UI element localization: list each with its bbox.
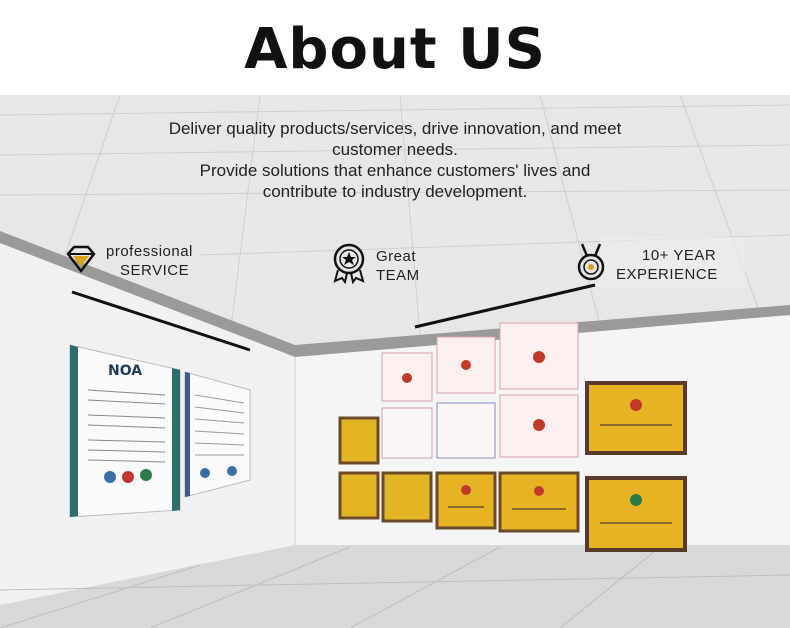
tagline-line-2: customer needs. [332, 140, 458, 159]
feature-line-1: Great [376, 247, 417, 265]
accent-line-left [71, 290, 251, 352]
diamond-icon [64, 244, 98, 279]
feature-professional-service: professional SERVICE [64, 242, 193, 280]
showroom-illustration: NOA [0, 95, 790, 628]
company-tagline: Deliver quality products/services, drive… [95, 118, 695, 202]
feature-great-team: Great TEAM [330, 242, 420, 289]
page-title: About US [244, 17, 546, 82]
ceiling-grid [0, 95, 790, 336]
feature-line-1: professional [106, 243, 193, 260]
feature-line-2: EXPERIENCE [616, 265, 718, 283]
certificate-iso: NOA [69, 344, 181, 518]
feature-line-1: 10+ YEAR [642, 246, 717, 264]
svg-text:NOA: NOA [108, 363, 142, 379]
tagline-line-1: Deliver quality products/services, drive… [168, 119, 622, 138]
certificate-compliance [184, 371, 251, 498]
cornice [0, 231, 790, 357]
feature-line-2: SERVICE [120, 262, 190, 279]
tagline-line-4: contribute to industry development. [262, 182, 528, 201]
ribbon-medal-icon [574, 242, 608, 287]
accent-line-right [414, 283, 596, 329]
honor-certificate-wall [338, 322, 687, 552]
showroom-scene: NOA [0, 95, 790, 628]
medal-badge-icon [330, 242, 368, 289]
tagline-line-3: Provide solutions that enhance customers… [199, 161, 591, 180]
feature-ten-year-experience: 10+ YEAR EXPERIENCE [574, 242, 718, 287]
feature-line-2: TEAM [376, 266, 420, 284]
